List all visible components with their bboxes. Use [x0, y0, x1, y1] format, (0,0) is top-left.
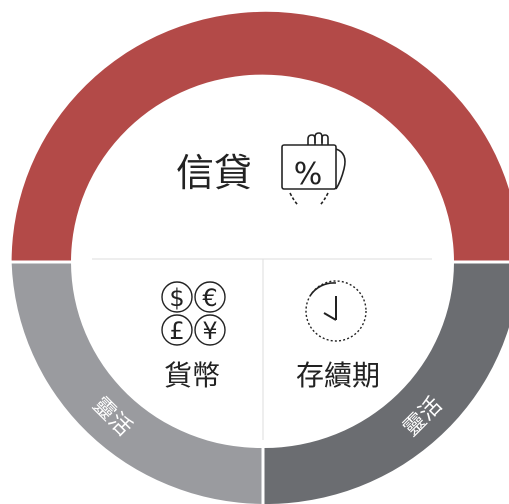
pound-symbol: £ — [169, 317, 184, 345]
clock-icon — [305, 280, 367, 342]
ring-segment-bottom-left — [11, 262, 263, 504]
dollar-circle — [161, 281, 193, 313]
percent-symbol: % — [294, 157, 323, 192]
clock-face-dotted — [305, 280, 367, 342]
top-section-label: 信貸 — [176, 151, 252, 195]
clock-face-solid-arc — [309, 282, 337, 297]
pound-circle — [161, 314, 193, 346]
currency-symbols-icon: $ € £ ¥ — [161, 281, 226, 346]
ring-segment-bottom-right — [263, 262, 509, 504]
bottom-left-section-label: 貨幣 — [164, 359, 220, 392]
clock-hand-short — [323, 312, 337, 321]
yen-circle — [194, 314, 226, 346]
ring-segment-top — [11, 11, 509, 262]
dollar-symbol: $ — [169, 284, 184, 312]
euro-circle — [194, 281, 226, 313]
euro-symbol: € — [202, 284, 217, 312]
bottom-right-section-label: 存續期 — [296, 359, 380, 392]
yen-symbol: ¥ — [202, 317, 217, 345]
hand-holding-percent-card-icon — [281, 132, 346, 206]
